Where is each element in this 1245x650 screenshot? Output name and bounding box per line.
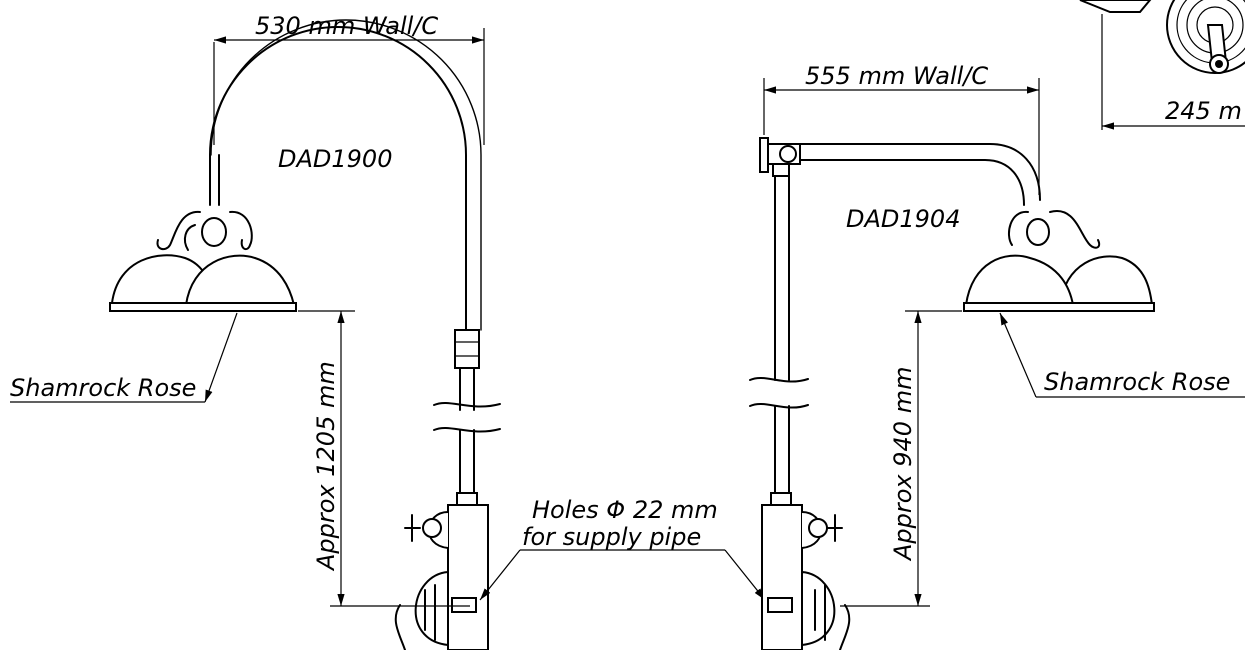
right-height-label: Approx 940 mm xyxy=(889,367,917,562)
right-rose-dome-back xyxy=(1058,255,1154,306)
right-height-dimension: Approx 940 mm xyxy=(840,310,962,607)
right-rose-callout: Shamrock Rose xyxy=(999,312,1245,398)
right-model-label: DAD1904 xyxy=(846,205,960,233)
left-rose-label: Shamrock Rose xyxy=(10,374,196,402)
left-rose-callout: Shamrock Rose xyxy=(10,312,238,403)
left-height-label: Approx 1205 mm xyxy=(312,361,340,572)
left-width-label: 530 mm Wall/C xyxy=(255,12,438,40)
right-shower-drawing xyxy=(749,137,1155,650)
holes-note: Holes Φ 22 mm for supply pipe xyxy=(479,496,766,601)
left-rose-dome-front xyxy=(184,254,296,306)
right-width-label: 555 mm Wall/C xyxy=(805,62,988,90)
top-right-dimension-label: 245 m xyxy=(1165,97,1242,125)
top-right-partial-view: 245 m xyxy=(1079,0,1245,130)
right-width-dimension: 555 mm Wall/C xyxy=(763,62,1040,195)
left-model-label: DAD1900 xyxy=(278,145,392,173)
holes-note-line2: for supply pipe xyxy=(522,523,701,551)
right-rose-label: Shamrock Rose xyxy=(1044,368,1230,396)
left-shower-drawing xyxy=(109,19,501,650)
right-rose-dome-front xyxy=(964,254,1075,306)
holes-note-line1: Holes Φ 22 mm xyxy=(532,496,718,524)
left-height-dimension: Approx 1205 mm xyxy=(298,310,470,607)
left-width-dimension: 530 mm Wall/C xyxy=(213,12,485,145)
